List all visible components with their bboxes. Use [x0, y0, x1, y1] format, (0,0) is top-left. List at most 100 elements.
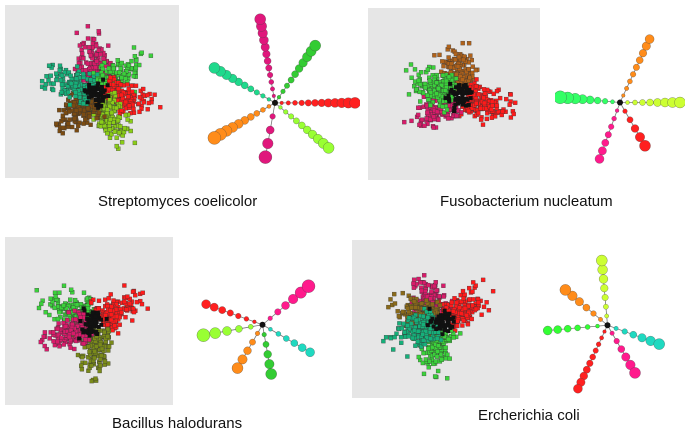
- tree-node: [567, 290, 578, 301]
- tree-node: [604, 131, 612, 139]
- tree-node: [260, 93, 266, 99]
- scatter-point: [466, 66, 471, 72]
- scatter-point: [421, 280, 427, 285]
- scatter-point: [421, 338, 426, 343]
- scatter-point: [114, 135, 119, 140]
- scatter-point: [130, 102, 136, 108]
- scatter-point: [467, 87, 472, 92]
- tree-node: [604, 313, 609, 319]
- scatter-point: [87, 114, 92, 119]
- scatter-point: [131, 45, 137, 50]
- scatter-point: [422, 273, 427, 278]
- tree-node: [594, 96, 602, 105]
- scatter-point: [437, 293, 442, 299]
- scatter-point: [118, 124, 123, 129]
- scatter-point: [456, 87, 461, 91]
- scatter-point: [55, 339, 60, 345]
- scatter-point: [104, 316, 109, 321]
- scatter-point: [61, 283, 67, 288]
- scatter-point: [398, 335, 404, 340]
- scatter-point: [59, 335, 64, 340]
- scatter-point: [489, 99, 495, 104]
- scatter-point: [426, 97, 431, 102]
- scatter-point: [399, 340, 404, 345]
- scatter-point: [57, 290, 62, 295]
- tree-node: [630, 124, 640, 133]
- scatter-point: [446, 320, 451, 325]
- scatter-point: [129, 89, 135, 94]
- scatter-point: [478, 117, 484, 122]
- tree-node: [278, 105, 283, 110]
- tree-node: [597, 264, 608, 275]
- scatter-point: [405, 306, 410, 311]
- tree-node: [222, 326, 232, 336]
- scatter-point: [431, 283, 437, 289]
- scatter-point: [99, 322, 104, 327]
- tree-node: [280, 88, 286, 94]
- tree-node: [255, 330, 260, 336]
- scatter-point: [431, 65, 436, 70]
- scatter-point: [85, 36, 91, 41]
- scatter-point: [96, 324, 101, 329]
- tree-node: [261, 332, 267, 338]
- scatter-point: [61, 320, 66, 326]
- scatter-point: [442, 328, 447, 333]
- scatter-point: [468, 96, 473, 101]
- scatter-point: [93, 88, 98, 93]
- scatter-point: [431, 125, 436, 130]
- scatter-point: [115, 331, 121, 336]
- scatter-point: [81, 71, 86, 77]
- scatter-points: [39, 24, 163, 151]
- tree-node: [621, 328, 628, 335]
- scatter-point: [451, 90, 456, 94]
- scatter-point: [111, 298, 116, 303]
- scatter-point: [39, 78, 45, 84]
- scatter-point: [464, 313, 469, 318]
- scatter-point: [107, 97, 112, 102]
- scatter-point: [383, 335, 389, 340]
- scatter-point: [461, 57, 466, 63]
- scatter-point: [93, 314, 98, 319]
- scatter-point: [77, 107, 83, 112]
- scatter-point: [508, 115, 514, 120]
- scatter-point: [422, 306, 427, 311]
- scatter-point: [102, 60, 107, 65]
- scatter-point: [87, 349, 92, 355]
- scatter-point: [89, 321, 94, 326]
- scatter-point: [68, 81, 74, 86]
- scatter-point: [435, 317, 439, 322]
- scatter-point: [95, 84, 100, 88]
- tree-node: [288, 294, 299, 304]
- scatter-point: [131, 73, 136, 79]
- tree-node: [288, 113, 294, 120]
- scatter-point: [469, 316, 474, 322]
- scatter-point: [448, 81, 453, 86]
- scatter-point: [484, 300, 489, 305]
- scatter-point: [92, 349, 97, 354]
- scatter-point: [434, 327, 439, 331]
- scatter-point: [78, 319, 83, 323]
- scatter-point: [446, 44, 452, 49]
- tree-node: [309, 39, 321, 52]
- scatter-point: [408, 296, 413, 301]
- tree-node: [599, 335, 604, 341]
- scatter-point: [105, 107, 110, 112]
- scatter-point: [99, 103, 104, 108]
- scatter-point: [421, 322, 426, 327]
- tree-node: [635, 132, 645, 142]
- scatter-point: [422, 81, 428, 87]
- scatter-point: [447, 356, 452, 361]
- scatter-point: [435, 368, 441, 374]
- scatter-point: [402, 330, 407, 335]
- scatter-point: [101, 94, 106, 99]
- scatter-point: [53, 294, 58, 299]
- tree-node: [196, 328, 211, 342]
- scatter-point: [424, 116, 429, 121]
- tree-node: [625, 100, 630, 105]
- scatter-point: [114, 302, 119, 307]
- scatter-point: [47, 336, 52, 341]
- scatter-point: [454, 85, 458, 90]
- scatter-point: [63, 324, 69, 329]
- scatter-point: [74, 76, 79, 81]
- scatter-point: [106, 344, 112, 349]
